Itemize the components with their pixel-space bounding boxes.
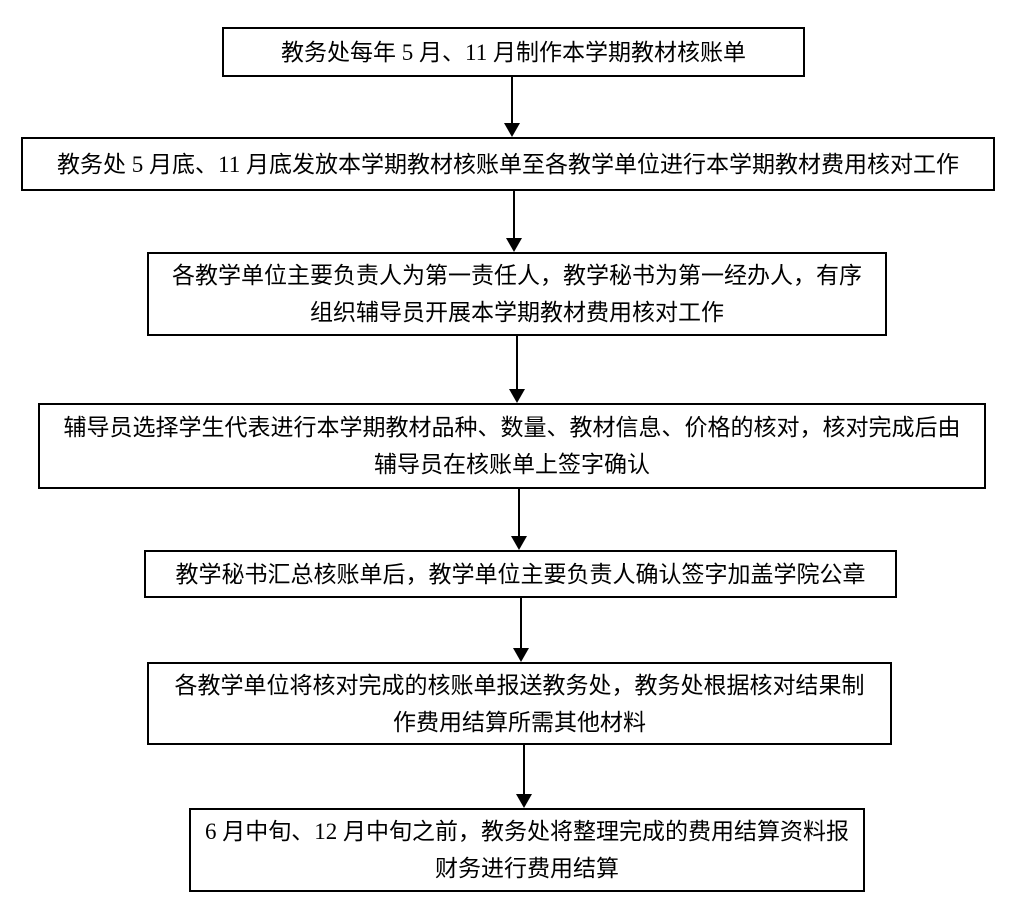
flow-step-2-distribute-checklist: 教务处 5 月底、11 月底发放本学期教材核账单至各教学单位进行本学期教材费用核… [21, 137, 995, 191]
arrow-head [513, 648, 529, 662]
arrow-shaft [518, 489, 520, 537]
arrow-head [509, 389, 525, 403]
flow-step-5-summary-seal: 教学秘书汇总核账单后，教学单位主要负责人确认签字加盖学院公章 [144, 550, 897, 598]
arrow-head [506, 238, 522, 252]
arrow-head [516, 794, 532, 808]
arrow-head [504, 123, 520, 137]
flow-step-3-organize-verification: 各教学单位主要负责人为第一责任人，教学秘书为第一经办人，有序 组织辅导员开展本学… [147, 252, 887, 336]
arrow-shaft [511, 77, 513, 124]
flow-step-4-student-verification-sign: 辅导员选择学生代表进行本学期教材品种、数量、教材信息、价格的核对，核对完成后由 … [38, 403, 986, 489]
arrow-shaft [523, 745, 525, 795]
arrow-shaft [516, 336, 518, 390]
arrow-shaft [513, 191, 515, 239]
arrow-head [511, 536, 527, 550]
flow-step-6-submit-to-academic-office: 各教学单位将核对完成的核账单报送教务处，教务处根据核对结果制 作费用结算所需其他… [147, 662, 892, 745]
flow-step-7-settlement-with-finance: 6 月中旬、12 月中旬之前，教务处将整理完成的费用结算资料报 财务进行费用结算 [189, 808, 865, 892]
flow-step-1-make-checklist: 教务处每年 5 月、11 月制作本学期教材核账单 [222, 27, 805, 77]
arrow-shaft [520, 598, 522, 649]
